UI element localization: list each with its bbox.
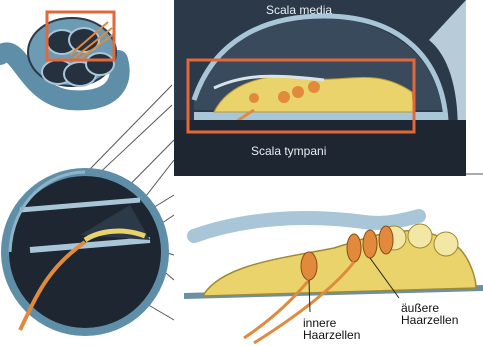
hair-cell-2 bbox=[278, 91, 290, 103]
outer-hair-cell-2 bbox=[363, 230, 377, 258]
inner-hair-cell-detail bbox=[301, 252, 317, 280]
hair-cell-3 bbox=[292, 86, 304, 98]
outer-hair-cell-1 bbox=[347, 234, 361, 262]
deiters-cell-2 bbox=[408, 224, 432, 248]
basilar-membrane bbox=[194, 112, 444, 120]
label-scala-tympani: Scala tympani bbox=[251, 145, 326, 157]
deiters-cell-3 bbox=[434, 232, 458, 256]
cochlear-duct-cross-section bbox=[0, 0, 180, 346]
label-outer-hair-cells: äußere Haarzellen bbox=[401, 302, 458, 326]
outer-hair-cell-3 bbox=[379, 226, 393, 254]
label-scala-media: Scala media bbox=[266, 4, 332, 16]
label-inner-line-2: Haarzellen bbox=[303, 329, 360, 341]
hair-cell-4 bbox=[308, 81, 320, 93]
label-outer-line-2: Haarzellen bbox=[401, 314, 458, 326]
label-inner-hair-cells: innere Haarzellen bbox=[303, 317, 360, 341]
hair-cell-1 bbox=[249, 93, 259, 103]
